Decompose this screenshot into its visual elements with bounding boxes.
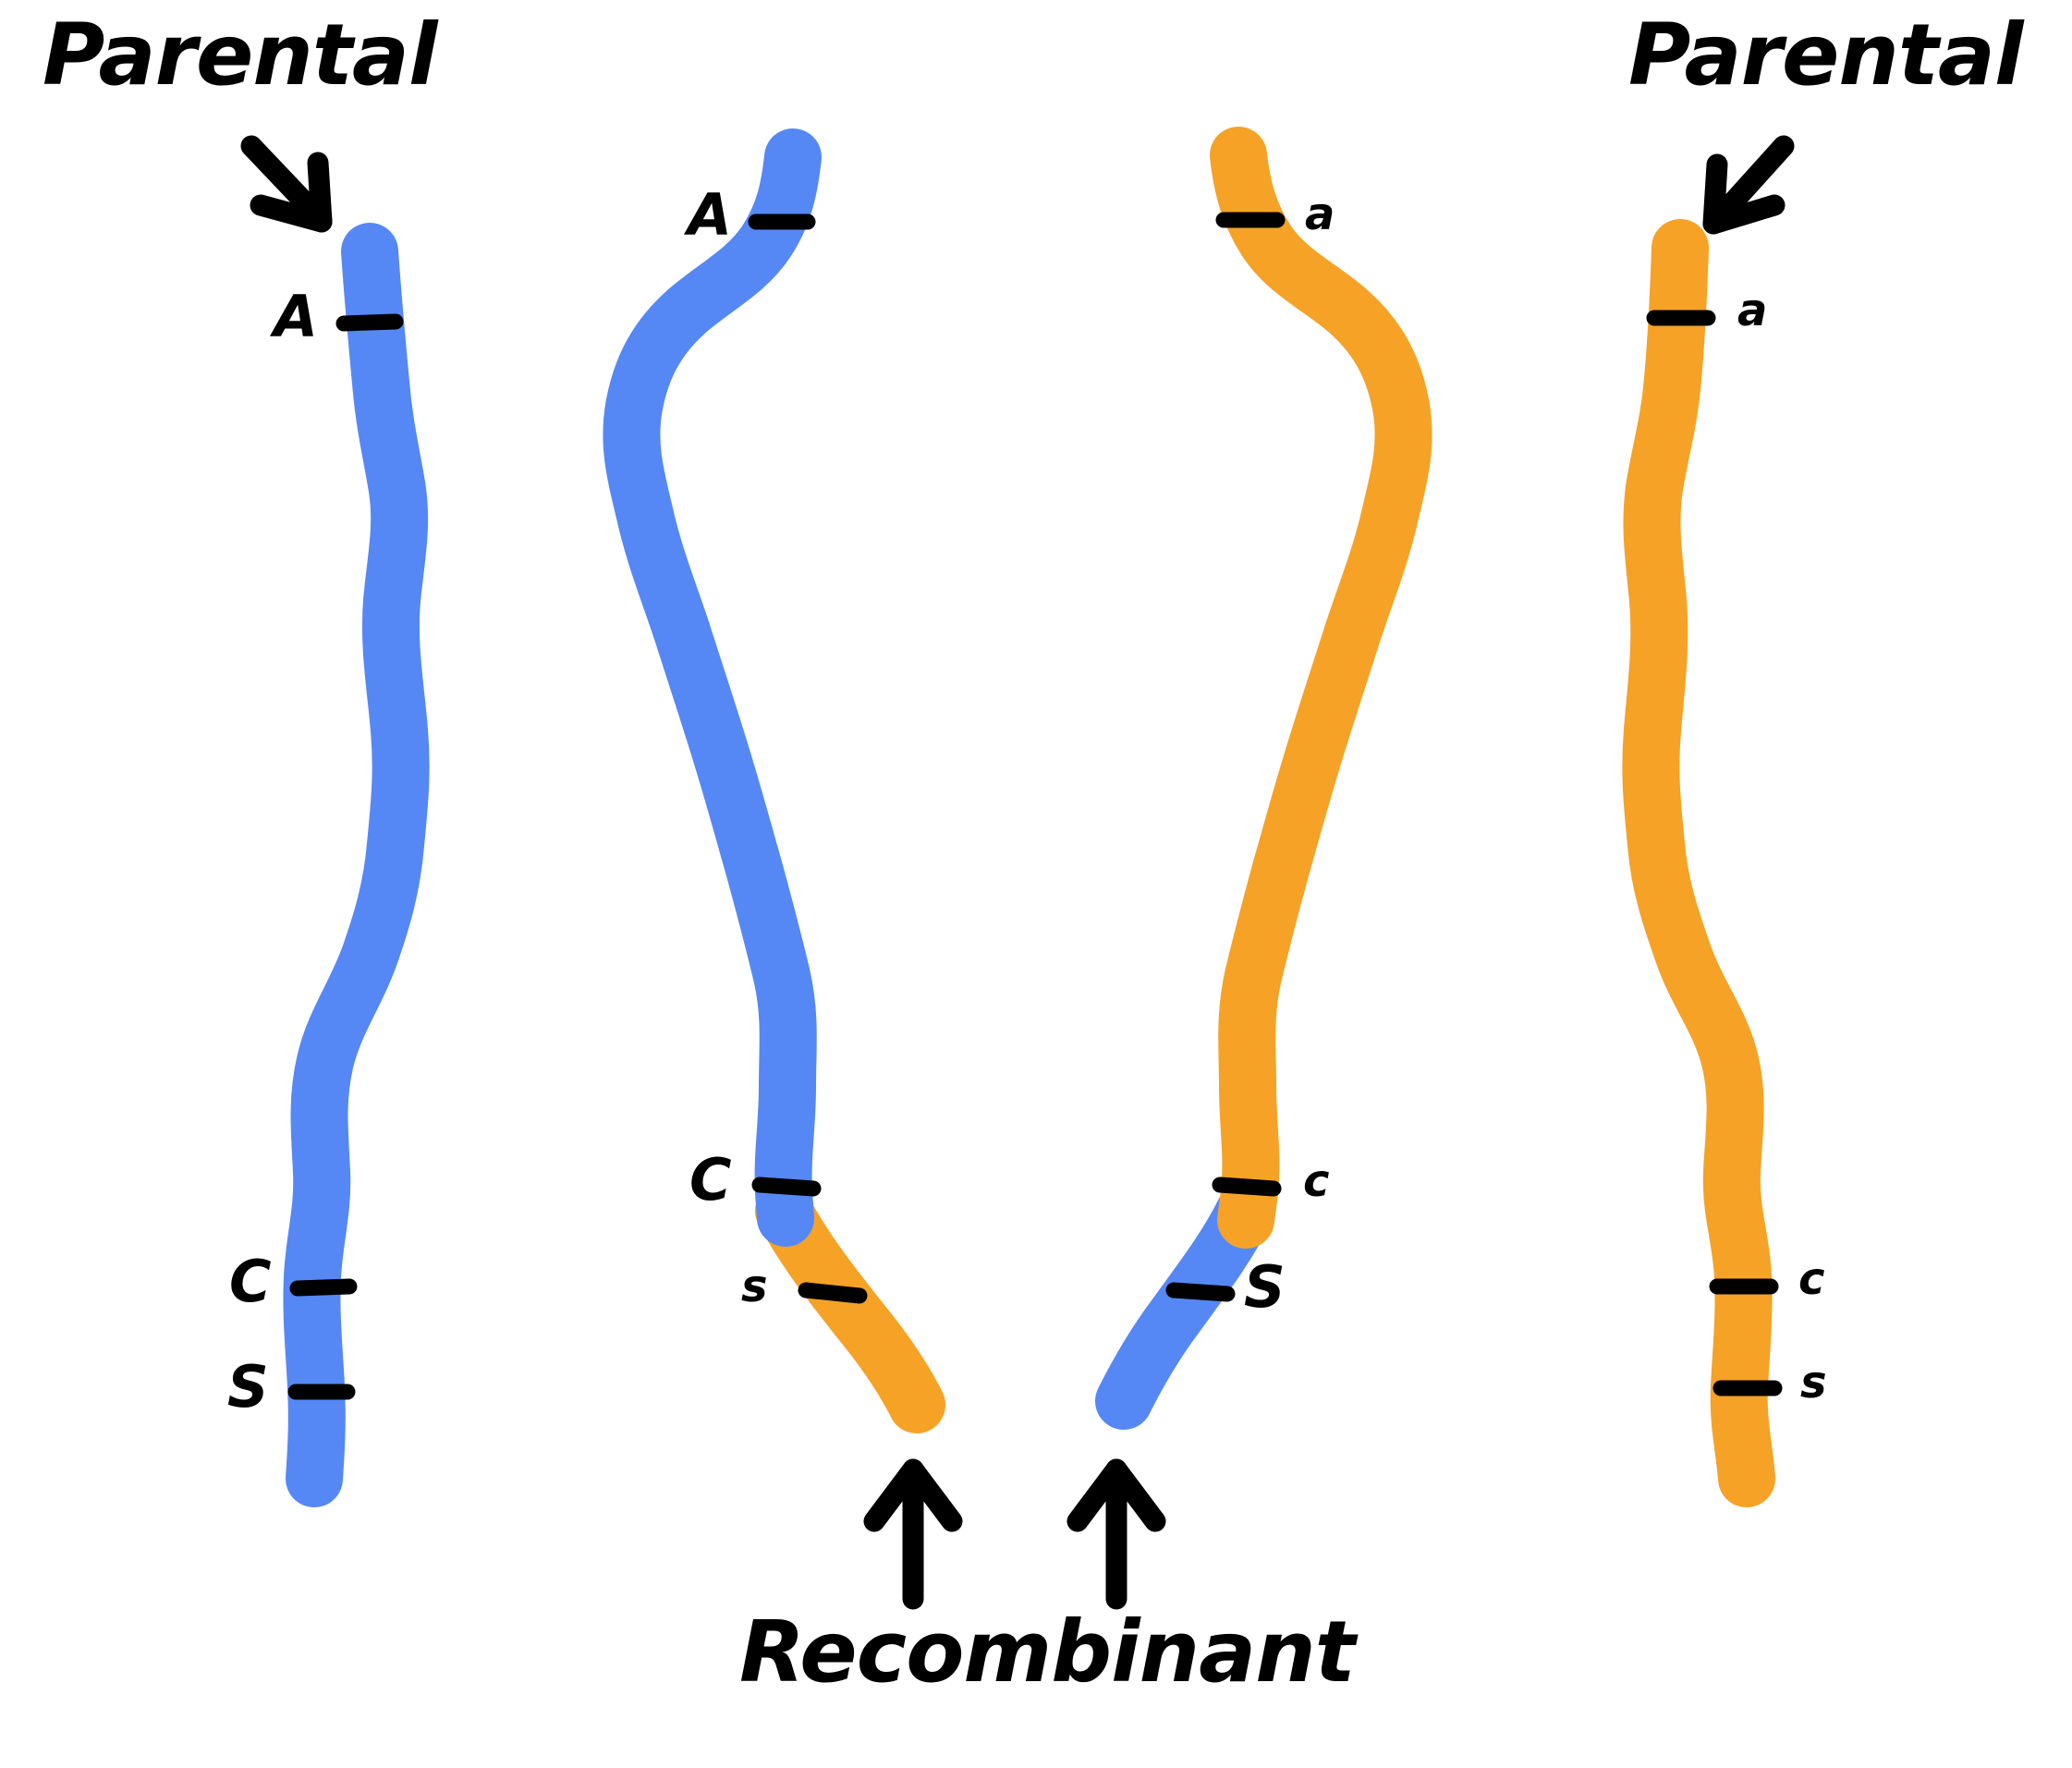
chromatid-4-group bbox=[1622, 219, 1775, 1507]
arrow-parental-right-icon bbox=[1702, 135, 1795, 235]
tick-c2-C bbox=[751, 1177, 822, 1197]
tick-c3-c bbox=[1212, 1177, 1282, 1197]
allele-label-c1-s: S bbox=[227, 1353, 269, 1420]
parental-label-right: Parental bbox=[1628, 6, 2023, 104]
allele-label-c2-c: C bbox=[689, 1146, 732, 1213]
chromatid-1-blue-strand bbox=[283, 223, 430, 1507]
tick-c2-s bbox=[798, 1282, 868, 1304]
chromatid-1-group bbox=[283, 223, 430, 1507]
chromatid-2-blue-segment bbox=[603, 128, 822, 1247]
allele-tick-marks bbox=[287, 212, 1783, 1400]
allele-label-c3-a: a bbox=[1305, 189, 1335, 240]
chromatid-2-orange-segment bbox=[755, 1182, 945, 1433]
chromatid-4-orange-strand bbox=[1622, 219, 1775, 1507]
chromatid-3-blue-segment bbox=[1095, 1184, 1273, 1430]
allele-label-c3-s: S bbox=[1244, 1253, 1286, 1321]
arrow-recombinant-right-icon bbox=[1066, 1458, 1166, 1610]
allele-label-c3-c: c bbox=[1303, 1155, 1330, 1207]
tick-c3-S bbox=[1165, 1282, 1236, 1302]
allele-label-c4-a: a bbox=[1737, 285, 1768, 336]
chromatid-2-group bbox=[603, 128, 945, 1433]
recombinant-label: Recombinant bbox=[739, 1603, 1356, 1701]
arrow-parental-left-icon bbox=[240, 135, 333, 233]
arrow-group bbox=[240, 135, 1795, 1610]
chromatid-3-group bbox=[1095, 127, 1432, 1430]
allele-label-c2-a: A bbox=[688, 181, 732, 249]
allele-label-c1-a: A bbox=[274, 283, 318, 350]
allele-label-c2-s: s bbox=[741, 1261, 768, 1312]
allele-label-c1-c: C bbox=[229, 1248, 272, 1315]
arrow-recombinant-left-icon bbox=[863, 1458, 963, 1610]
parental-label-left: Parental bbox=[43, 6, 437, 104]
allele-label-c4-s: s bbox=[1800, 1357, 1827, 1408]
chromatid-3-orange-segment bbox=[1210, 127, 1432, 1249]
allele-label-c4-c: c bbox=[1798, 1253, 1825, 1305]
tick-c1-A bbox=[335, 313, 404, 332]
tick-c1-C bbox=[289, 1278, 358, 1297]
